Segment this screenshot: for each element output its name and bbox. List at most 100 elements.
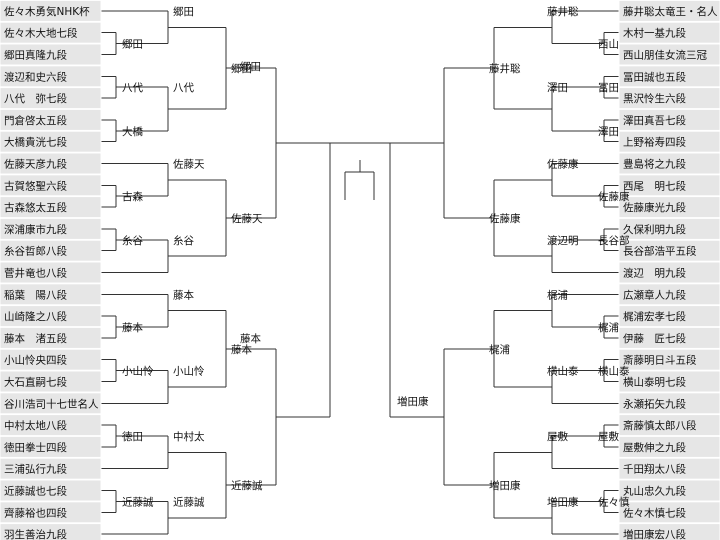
left-player-11: 深浦康市九段 bbox=[4, 223, 67, 236]
right-r3-winner-1: 藤井聡 bbox=[489, 62, 521, 75]
left-player-10-box bbox=[0, 196, 102, 219]
right-r2-winner-1: 藤井聡 bbox=[547, 5, 579, 18]
left-r2-winner-5: 藤本 bbox=[173, 288, 194, 301]
left-player-7: 大橋貴洸七段 bbox=[4, 136, 67, 149]
right-r1-winner-4: 佐藤康 bbox=[598, 190, 630, 203]
right-player-21-box bbox=[618, 435, 720, 458]
right-r1-winner-7: 横山泰 bbox=[598, 365, 630, 378]
left-player-7-box bbox=[0, 130, 102, 153]
right-player-22-box bbox=[618, 457, 720, 480]
left-r2-winner-2: 八代 bbox=[173, 82, 194, 94]
right-r3-winner-4: 増田康 bbox=[489, 479, 521, 492]
right-r3-winner-3: 梶浦 bbox=[489, 343, 510, 356]
left-player-11-box bbox=[0, 217, 102, 240]
left-player-17: 小山怜央四段 bbox=[4, 354, 67, 367]
left-r2-winner-1: 郷田 bbox=[173, 5, 194, 18]
right-player-20: 斎藤慎太郎八段 bbox=[623, 419, 697, 432]
right-player-3: 西山朋佳女流三冠 bbox=[623, 49, 707, 62]
right-player-2-box bbox=[618, 21, 720, 44]
left-player-2: 佐々木大地七段 bbox=[4, 27, 78, 40]
right-player-16-box bbox=[618, 326, 720, 349]
right-player-5-box bbox=[618, 87, 720, 110]
left-player-8: 佐藤天彦九段 bbox=[4, 158, 67, 171]
right-player-15-box bbox=[618, 305, 720, 328]
left-semi-winner-1: 郷田 bbox=[240, 60, 261, 73]
left-r1-winner-9: 近藤誠 bbox=[122, 495, 154, 508]
right-player-4-box bbox=[618, 65, 720, 88]
left-player-8-box bbox=[0, 152, 102, 175]
right-player-13-box bbox=[618, 261, 720, 284]
left-player-10: 古森悠太五段 bbox=[4, 201, 67, 214]
left-player-5-box bbox=[0, 87, 102, 110]
right-player-15: 梶浦宏孝七段 bbox=[623, 310, 686, 323]
left-r1-winner-8: 徳田 bbox=[122, 430, 143, 443]
right-player-18: 横山泰明七段 bbox=[623, 376, 686, 389]
left-player-12-box bbox=[0, 239, 102, 262]
right-r3-winner-2: 佐藤康 bbox=[489, 212, 521, 225]
left-player-18-box bbox=[0, 370, 102, 393]
right-player-25: 増田康宏八段 bbox=[623, 528, 686, 540]
left-player-1: 佐々木勇気NHK杯 bbox=[4, 5, 90, 18]
right-player-17-box bbox=[618, 348, 720, 371]
right-final-winner: 増田康 bbox=[397, 395, 429, 408]
left-player-4-box bbox=[0, 65, 102, 88]
left-player-24-box bbox=[0, 501, 102, 524]
left-r3-winner-4: 近藤誠 bbox=[231, 479, 263, 492]
left-player-3-box bbox=[0, 43, 102, 66]
right-player-4: 冨田誠也五段 bbox=[623, 70, 686, 83]
left-player-22: 三浦弘行九段 bbox=[4, 463, 67, 476]
left-player-6-box bbox=[0, 108, 102, 131]
right-player-8: 豊島将之九段 bbox=[623, 158, 686, 171]
left-r2-winner-4: 糸谷 bbox=[173, 235, 194, 247]
right-player-18-box bbox=[618, 370, 720, 393]
left-r2-winner-6: 小山怜 bbox=[173, 365, 205, 378]
left-r1-winner-4: 古森 bbox=[122, 190, 143, 203]
left-r3-winner-1: 郷田 bbox=[231, 62, 252, 75]
left-player-20: 中村太地八段 bbox=[4, 419, 67, 432]
left-r1-winner-2: 八代 bbox=[122, 82, 143, 94]
bracket-lines bbox=[101, 10, 619, 535]
right-player-20-box bbox=[618, 414, 720, 437]
right-r1-winner-5: 長谷部 bbox=[598, 234, 630, 247]
left-player-21-box bbox=[0, 435, 102, 458]
right-player-3-box bbox=[618, 43, 720, 66]
left-player-13-box bbox=[0, 261, 102, 284]
right-r2-winner-6: 横山泰 bbox=[547, 365, 579, 378]
left-player-9-box bbox=[0, 174, 102, 197]
right-player-23-box bbox=[618, 479, 720, 502]
left-r3-winner-2: 佐藤天 bbox=[231, 212, 263, 225]
left-player-16: 藤本 渚五段 bbox=[4, 332, 67, 345]
left-r2-winner-8: 近藤誠 bbox=[173, 495, 205, 508]
left-player-25: 羽生善治九段 bbox=[4, 528, 67, 540]
right-player-12-box bbox=[618, 239, 720, 262]
left-player-25-box bbox=[0, 523, 102, 540]
left-player-19: 谷川浩司十七世名人 bbox=[4, 397, 99, 410]
right-player-6-box bbox=[618, 108, 720, 131]
right-player-9: 西尾 明七段 bbox=[623, 179, 686, 192]
right-r2-winner-7: 屋敷 bbox=[547, 430, 568, 443]
left-player-14: 稲葉 陽八段 bbox=[4, 288, 67, 301]
left-player-1-box bbox=[0, 0, 102, 22]
left-r3-winner-3: 藤本 bbox=[231, 343, 252, 356]
right-player-13: 渡辺 明九段 bbox=[623, 267, 686, 280]
right-player-7-box bbox=[618, 130, 720, 153]
left-player-4: 渡辺和史六段 bbox=[4, 70, 67, 83]
left-r2-winner-3: 佐藤天 bbox=[173, 158, 205, 171]
left-r1-winner-3: 大橋 bbox=[122, 125, 143, 138]
left-player-3: 郷田真隆九段 bbox=[4, 49, 67, 62]
right-player-6: 澤田真吾七段 bbox=[623, 114, 686, 127]
left-player-24: 齊藤裕也四段 bbox=[4, 506, 67, 519]
right-r1-winner-9: 佐々慎 bbox=[598, 495, 630, 508]
right-player-2: 木村一基九段 bbox=[623, 27, 686, 40]
left-player-16-box bbox=[0, 326, 102, 349]
right-player-24-box bbox=[618, 501, 720, 524]
right-player-22: 千田翔太八段 bbox=[623, 463, 686, 476]
left-r1-winner-1: 郷田 bbox=[122, 38, 143, 51]
right-player-10-box bbox=[618, 196, 720, 219]
left-player-14-box bbox=[0, 283, 102, 306]
right-r2-winner-4: 渡辺明 bbox=[547, 234, 579, 247]
right-player-7: 上野裕寿四段 bbox=[623, 136, 686, 149]
right-player-10: 佐藤康光九段 bbox=[623, 201, 686, 214]
left-player-5: 八代 弥七段 bbox=[4, 92, 67, 105]
